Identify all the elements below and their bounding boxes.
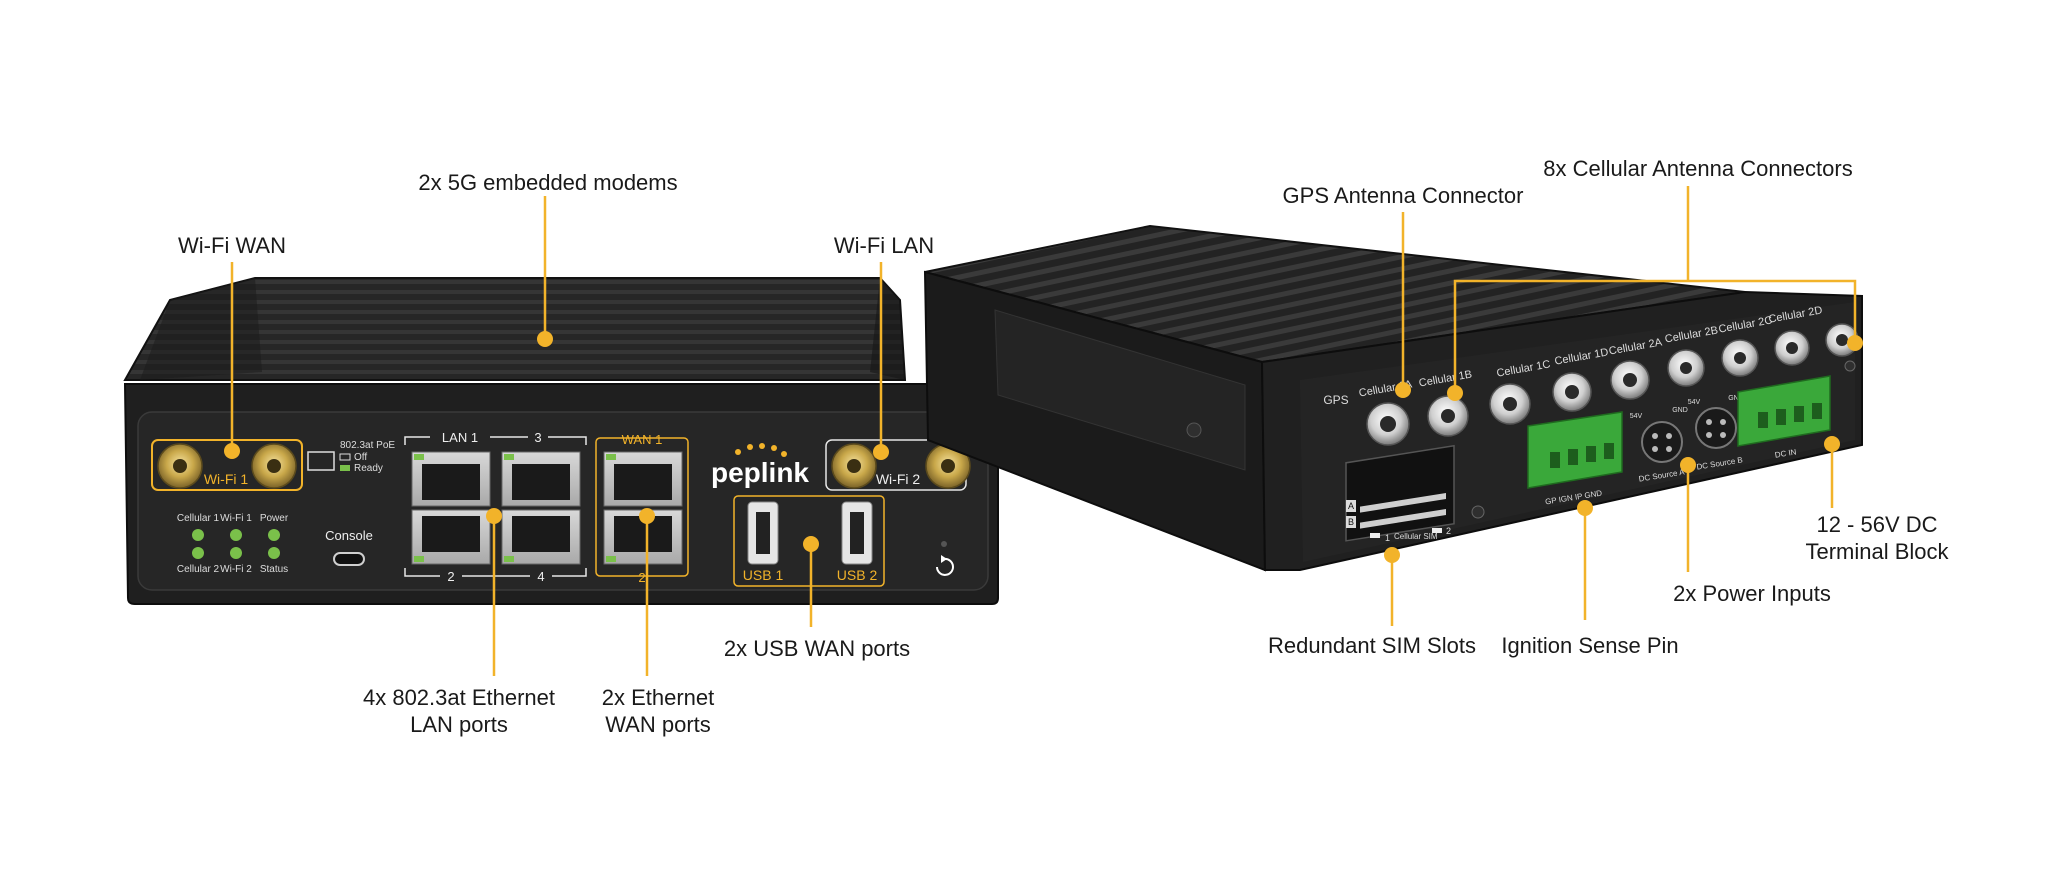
svg-text:Cellular SIM: Cellular SIM <box>1394 532 1438 541</box>
console-port <box>333 552 365 566</box>
sim-slots: A B 1 Cellular SIM 2 <box>1345 444 1455 543</box>
svg-text:2: 2 <box>1446 526 1451 536</box>
svg-text:Cellular 2: Cellular 2 <box>177 564 220 575</box>
callout-wifi-wan: Wi-Fi WAN <box>178 233 286 258</box>
wan-ports <box>603 451 683 565</box>
svg-text:peplink: peplink <box>711 457 809 488</box>
callout-terminal-block: 12 - 56V DC Terminal Block <box>1805 512 1949 564</box>
wifi2-label: Wi-Fi 2 <box>876 471 921 487</box>
svg-text:802.3at PoE: 802.3at PoE <box>340 440 395 451</box>
rear-device: GPS <box>923 224 1863 572</box>
callout-usb-wan: 2x USB WAN ports <box>723 636 911 661</box>
front-device: Wi-Fi 1 802.3at PoE Off Ready Cellular 1… <box>123 277 999 605</box>
svg-text:54V: 54V <box>1688 399 1701 406</box>
gps-antenna-connector <box>1366 402 1410 446</box>
wifi1-label: Wi-Fi 1 <box>204 471 249 487</box>
svg-text:A: A <box>1348 501 1354 511</box>
svg-text:WAN 1: WAN 1 <box>622 432 663 447</box>
svg-text:1: 1 <box>1385 533 1390 543</box>
svg-text:Wi-Fi 2: Wi-Fi 2 <box>220 564 252 575</box>
svg-text:Cellular 1: Cellular 1 <box>177 513 220 524</box>
svg-text:DC IN: DC IN <box>1774 447 1797 459</box>
svg-text:B: B <box>1348 517 1354 527</box>
wifi-lan-antenna-1 <box>831 443 877 489</box>
svg-text:GND: GND <box>1672 407 1688 414</box>
wifi-wan-antenna-2 <box>251 443 297 489</box>
callout-5g-modems: 2x 5G embedded modems <box>418 170 678 195</box>
callout-dots <box>224 331 1863 563</box>
svg-text:2: 2 <box>638 570 645 585</box>
lan-ports <box>411 451 581 565</box>
svg-text:GND: GND <box>1728 395 1744 402</box>
svg-text:2: 2 <box>447 569 454 584</box>
callout-power-inputs: 2x Power Inputs <box>1673 581 1831 606</box>
poe-legend: 802.3at PoE Off Ready <box>307 440 395 474</box>
svg-text:Wi-Fi 1: Wi-Fi 1 <box>220 513 252 524</box>
svg-text:Ready: Ready <box>354 463 383 474</box>
svg-text:4: 4 <box>537 569 544 584</box>
callout-ignition: Ignition Sense Pin <box>1501 633 1679 658</box>
peplink-logo: peplink <box>711 443 809 488</box>
svg-text:USB 2: USB 2 <box>837 567 878 583</box>
console-label: Console <box>325 528 373 543</box>
callout-cellular-antennas: 8x Cellular Antenna Connectors <box>1543 156 1853 181</box>
svg-text:Power: Power <box>260 513 289 524</box>
usb-ports <box>747 501 873 565</box>
dc-terminal-block: DC IN <box>1737 375 1831 460</box>
svg-text:USB 1: USB 1 <box>743 567 784 583</box>
svg-text:LAN 1: LAN 1 <box>442 430 478 445</box>
callout-wan-ports: 2x Ethernet WAN ports <box>601 685 715 737</box>
svg-text:Off: Off <box>354 452 367 463</box>
lan-port-group <box>404 436 587 577</box>
svg-text:Status: Status <box>260 564 288 575</box>
wifi-wan-antenna-1 <box>157 443 203 489</box>
callout-sim-slots: Redundant SIM Slots <box>1268 633 1476 658</box>
callout-lan-ports: 4x 802.3at Ethernet LAN ports <box>362 685 556 737</box>
status-leds: Cellular 1 Wi-Fi 1 Power Cellular 2 Wi-F… <box>177 513 289 575</box>
svg-text:GPS: GPS <box>1323 393 1348 407</box>
svg-text:3: 3 <box>534 430 541 445</box>
callout-lines <box>230 186 1857 676</box>
callout-gps-antenna: GPS Antenna Connector <box>1282 183 1524 208</box>
cellular-antenna-connectors <box>1427 323 1859 437</box>
svg-text:54V: 54V <box>1630 413 1643 420</box>
callout-wifi-lan: Wi-Fi LAN <box>833 233 935 258</box>
reset-icon <box>936 555 954 576</box>
